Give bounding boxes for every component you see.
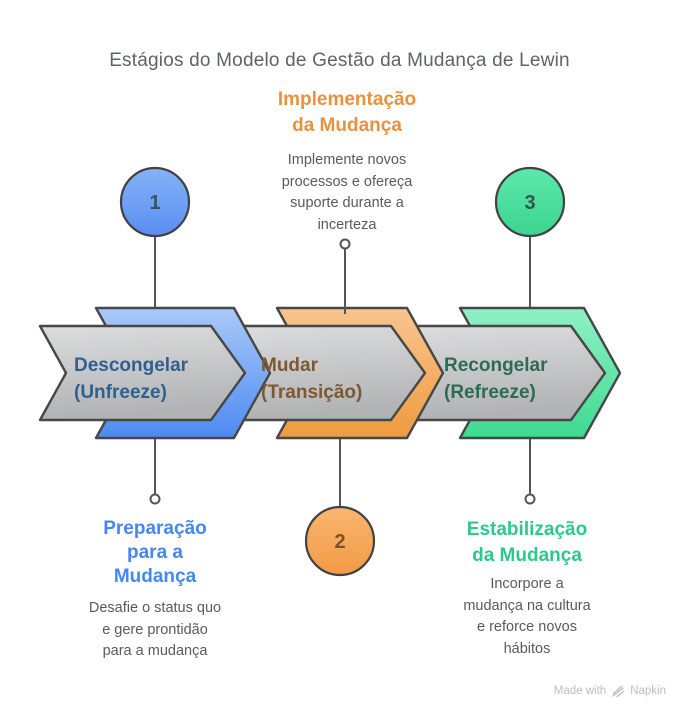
- stage-1-callout-description: Desafie o status quo e gere prontidão pa…: [88, 600, 222, 659]
- stage-3-callout-description: Incorpore a mudança na cultura e reforce…: [463, 576, 591, 657]
- stage-3-callout-title: Estabilização da Mudança: [466, 519, 588, 566]
- stage-1-arrow-label: Descongelar (Unfreeze): [74, 355, 189, 403]
- stage-3-arrow-label: Recongelar (Refreeze): [444, 355, 548, 403]
- connector-endpoint-stage3: [524, 493, 536, 505]
- made-with-napkin-credit: Made with Napkin: [554, 684, 666, 698]
- stage-3-number: 3: [524, 192, 535, 214]
- stage-2-number: 2: [334, 531, 345, 553]
- stage-2-callout-description: Implemente novos processos e ofereça sup…: [281, 152, 413, 233]
- stage-1-arrow: [38, 324, 247, 422]
- napkin-brand-label: Napkin: [630, 685, 666, 697]
- connector-endpoint-stage1: [149, 493, 161, 505]
- stage-2-callout-title: Implementação da Mudança: [277, 89, 417, 136]
- connector-endpoint-stage2: [339, 238, 351, 250]
- made-with-label: Made with: [553, 685, 607, 697]
- stage-2-number-circle: [304, 505, 376, 577]
- stage-1-number: 1: [149, 192, 160, 214]
- stage-1-callout-title: Preparação para a Mudança: [103, 518, 207, 587]
- stage-2-arrow-label: Mudar (Transição): [261, 355, 363, 403]
- stage-3-number-circle: [494, 166, 566, 238]
- napkin-logo-icon: [612, 685, 625, 698]
- diagram-title: Estágios do Modelo de Gestão da Mudança …: [109, 50, 570, 71]
- stage-1-number-circle: [119, 166, 191, 238]
